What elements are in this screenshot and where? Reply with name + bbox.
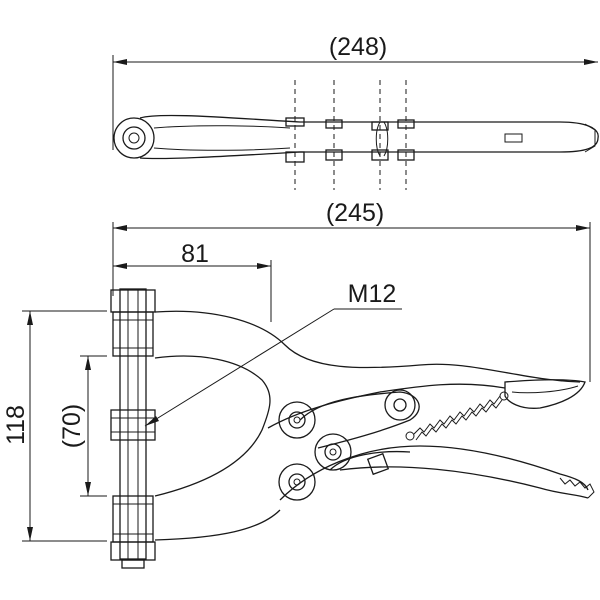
top-view-centerlines (294, 80, 407, 190)
c-frame (154, 310, 586, 541)
dimension-81: 81 (113, 240, 272, 322)
top-view-fasteners (285, 117, 415, 163)
top-view: (248) (112, 33, 599, 190)
front-view: (245) 81 M12 118 (2, 199, 595, 569)
dimension-118-label: 118 (2, 405, 30, 445)
dimension-70: (70) (58, 355, 107, 497)
dimension-118: 118 (2, 310, 107, 542)
dimension-248-label: (248) (329, 33, 387, 61)
return-spring (405, 391, 509, 441)
dimension-81-label: 81 (181, 240, 209, 268)
thread-label: M12 (348, 280, 397, 308)
thread-callout: M12 (144, 280, 402, 427)
pivot-pins (278, 389, 416, 501)
top-view-body (113, 114, 599, 160)
clamping-bolt (110, 288, 156, 569)
dimension-248: (248) (112, 33, 598, 150)
dimension-245: (245) (112, 199, 591, 382)
lever-handle (267, 383, 595, 501)
dimension-245-label: (245) (326, 199, 384, 227)
dimension-70-label: (70) (58, 404, 86, 448)
